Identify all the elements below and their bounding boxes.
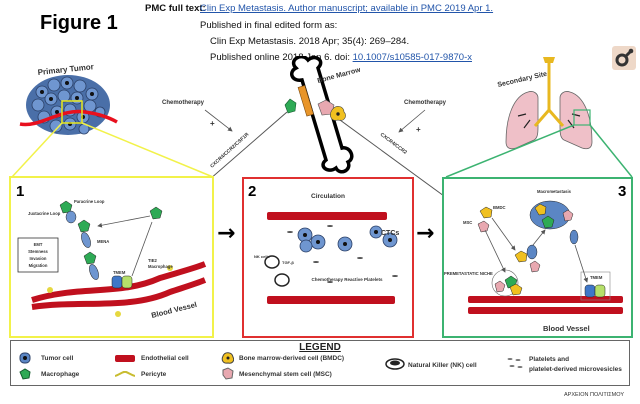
chemotherapy-label-left: Chemotherapy: [162, 100, 205, 106]
legend-pericyte: Pericyte: [141, 371, 167, 378]
panel-1-number: 1: [16, 183, 24, 200]
pmc-full-text-label: PMC full text:: [145, 3, 206, 14]
panel-3-number: 3: [618, 183, 626, 200]
metastasis-diagram: Primary Tumor Bone Marrow Chemotherapy +…: [9, 56, 633, 338]
pericyte-icon: [115, 371, 135, 377]
msc-label: MSC: [463, 220, 472, 225]
doi-link[interactable]: 10.1007/s10585-017-9870-x: [352, 52, 472, 63]
circulation-title: Circulation: [311, 193, 345, 200]
macrophage-icon: [19, 368, 31, 380]
process-invasion: Invasion: [30, 256, 47, 261]
panel-3-secondary-site: 3 Macrometastasis BMDC: [442, 177, 633, 338]
tmem-label-panel-1: TMEM: [113, 270, 126, 275]
citation-text: Clin Exp Metastasis. 2018 Apr; 35(4): 26…: [210, 36, 410, 47]
lungs-secondary-site: Secondary Site: [497, 57, 593, 150]
legend-macrophage: Macrophage: [41, 371, 80, 378]
tmem-label-panel-3: TMEM: [590, 275, 603, 280]
chemotherapy-label-right: Chemotherapy: [404, 100, 447, 106]
bone-marrow-label: Bone Marrow: [317, 67, 362, 85]
published-online-line: Published online 2018 Jan 6. doi: 10.100…: [210, 52, 472, 63]
pmc-manuscript-link[interactable]: Clin Exp Metastasis. Author manuscript; …: [200, 3, 494, 14]
legend-tumor-cell: Tumor cell: [41, 355, 74, 362]
premetastatic-niche-label: PREMETASTATIC NICHE: [444, 271, 493, 276]
nk-cells-label: NK cells: [254, 254, 271, 259]
nk-cell-icon: [385, 358, 405, 370]
platelets-icon: [507, 358, 523, 368]
secondary-site-label: Secondary Site: [497, 71, 548, 89]
bmdc-icon: [221, 352, 234, 364]
published-edited-text: Published in final edited form as:: [200, 20, 338, 31]
macrometastasis-label: Macrometastasis: [537, 189, 572, 194]
primary-tumor-label: Primary Tumor: [37, 62, 94, 77]
legend-endothelial-cell: Endothelial cell: [141, 355, 189, 362]
ctcs-label: CTCs: [381, 230, 399, 237]
legend-platelets-line1: Platelets and: [529, 356, 570, 363]
plus-sign-left: +: [210, 119, 215, 128]
tie2-macrophage-label: Macrophage: [148, 264, 173, 269]
legend: LEGEND Tumor cell Macrophage Endothelial…: [10, 340, 630, 386]
arrow-1-to-2: →: [217, 221, 235, 246]
legend-nk-cell: Natural Killer (NK) cell: [408, 362, 477, 369]
juxtacrine-loop-label: Juxtacrine Loop: [28, 211, 61, 216]
tumor-cell-icon: [19, 352, 31, 364]
primary-tumor: Primary Tumor: [19, 62, 118, 135]
male-symbol-icon[interactable]: [612, 46, 636, 70]
msc-icon: [222, 367, 234, 380]
panel-2-number: 2: [248, 183, 256, 200]
tie2-label: TIE2: [148, 258, 158, 263]
blood-vessel-label-panel-3: Blood Vessel: [543, 324, 590, 333]
plus-sign-right: +: [416, 125, 421, 134]
process-emt: EMT: [34, 242, 43, 247]
tgf-label: TGF-β: [282, 260, 294, 265]
panel-1-blood-vessel: [31, 261, 207, 317]
macrophage-icon: [284, 98, 297, 114]
reactive-platelets-label: Chemotherapy Reactive Platelets: [311, 277, 383, 282]
paracrine-loop-label: Paracrine Loop: [74, 199, 105, 204]
process-stemness: Stemness: [28, 249, 48, 254]
image-credit: ΑΡΧΕΙΟΝ ΠΟΛΙΤΙΣΜΟΥ: [564, 392, 624, 398]
panel-1-primary-tumor: 1 EMT Stemness Invasion Migration: [9, 176, 214, 338]
legend-msc: Mesenchymal stem cell (MSC): [239, 371, 332, 378]
published-online-text: Published online 2018 Jan 6. doi:: [210, 52, 353, 63]
bmdc-label: BMDC: [493, 205, 506, 210]
legend-bmdc: Bone marrow-derived cell (BMDC): [239, 355, 345, 362]
legend-title: LEGEND: [299, 342, 341, 353]
bone-marrow: Bone Marrow: [290, 56, 362, 174]
pathway-label-right: CXCR4/CCR2: [379, 132, 408, 156]
pathway-label-left: CXCR4/CCR2/CSF1R: [209, 131, 250, 169]
mena-label: MENA: [97, 239, 109, 244]
process-migration: Migration: [29, 263, 48, 268]
endothelial-cell-icon: [115, 355, 135, 362]
arrow-2-to-3: →: [416, 221, 434, 246]
panel-2-circulation: 2 Circulation CTCs NK cells TGF-β Chemot…: [242, 177, 414, 338]
figure-title: Figure 1: [40, 12, 118, 34]
legend-platelets-line2: platelet-derived microvesicles: [529, 366, 622, 373]
